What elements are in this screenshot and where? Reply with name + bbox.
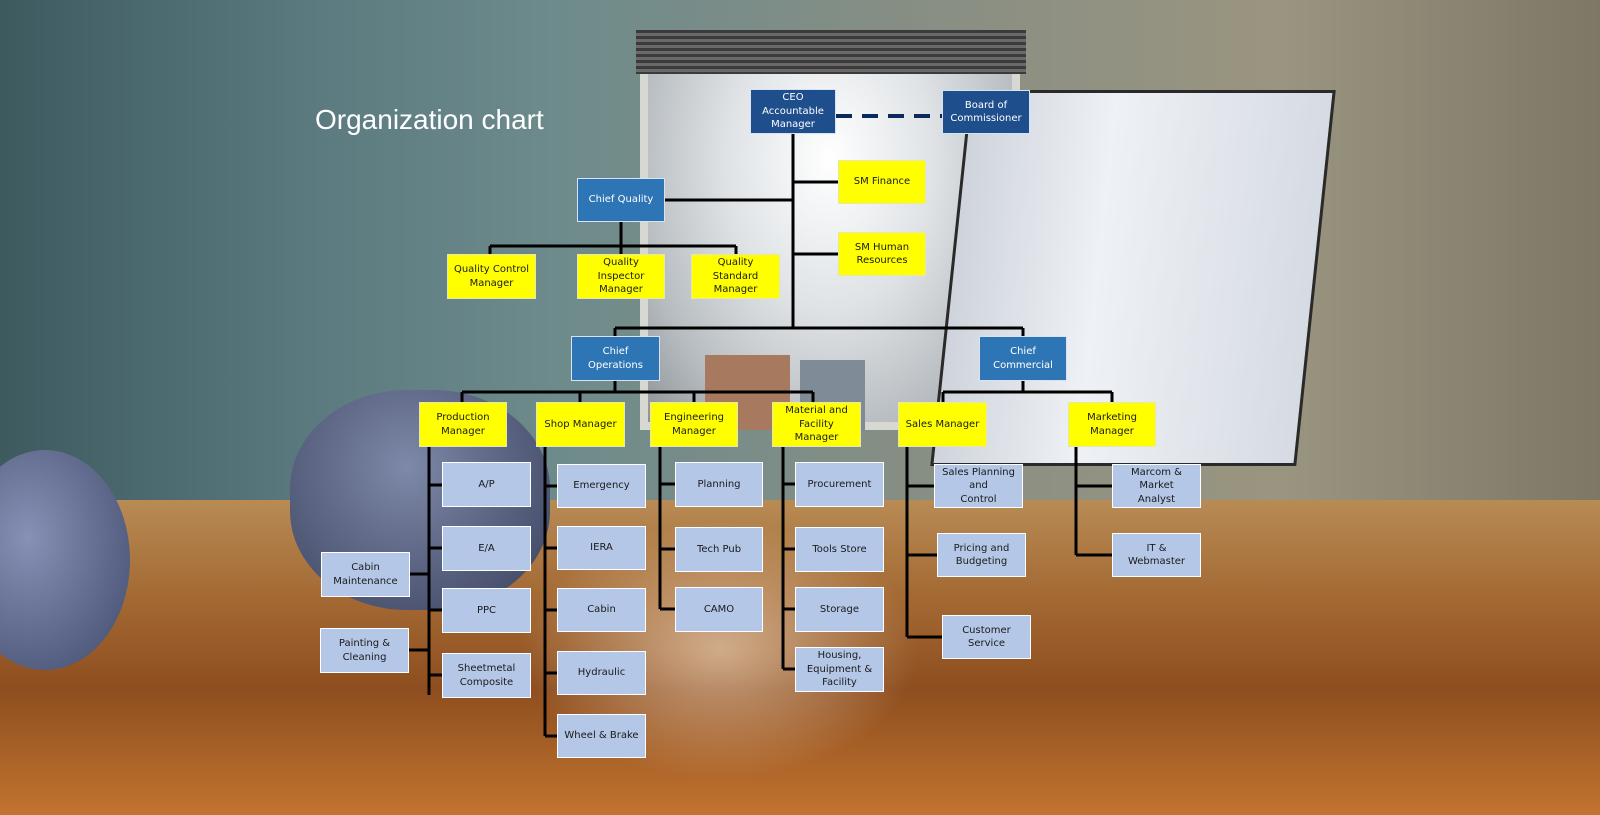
node-quality-inspector-manager: Quality Inspector Manager (577, 254, 665, 299)
node-engineering-manager: Engineering Manager (650, 402, 738, 447)
node-emergency: Emergency (557, 464, 646, 508)
node-iera: IERA (557, 526, 646, 570)
node-production-manager: Production Manager (419, 402, 507, 447)
node-sales-manager: Sales Manager (898, 402, 987, 447)
background-blind (636, 30, 1026, 74)
node-sales-planning-control: Sales Planning and Control (934, 464, 1023, 508)
node-customer-service: Customer Service (942, 615, 1031, 659)
node-chief-quality: Chief Quality (577, 178, 665, 222)
node-cabin-maintenance: Cabin Maintenance (321, 552, 410, 597)
node-sm-human-resources: SM Human Resources (838, 232, 926, 276)
node-quality-control-manager: Quality Control Manager (447, 254, 536, 299)
node-storage: Storage (795, 587, 884, 632)
node-planning: Planning (675, 462, 763, 507)
node-hydraulic: Hydraulic (557, 651, 646, 695)
node-sm-finance: SM Finance (838, 160, 926, 204)
node-ceo: CEO Accountable Manager (750, 89, 836, 134)
node-material-facility-manager: Material and Facility Manager (772, 402, 861, 447)
node-housing-equipment-facility: Housing, Equipment & Facility (795, 647, 884, 692)
node-marketing-manager: Marketing Manager (1068, 402, 1156, 447)
node-pricing-budgeting: Pricing and Budgeting (937, 533, 1026, 577)
node-cabin: Cabin (557, 588, 646, 632)
node-it-webmaster: IT & Webmaster (1112, 533, 1201, 577)
node-board-of-commissioner: Board of Commissioner (942, 90, 1030, 134)
chart-title: Organization chart (315, 104, 544, 135)
node-marcom-market-analyst: Marcom & Market Analyst (1112, 464, 1201, 508)
node-wheel-brake: Wheel & Brake (557, 714, 646, 758)
node-quality-standard-manager: Quality Standard Manager (691, 254, 780, 299)
background-chair (0, 450, 130, 670)
node-a-p: A/P (442, 462, 531, 507)
node-painting-cleaning: Painting & Cleaning (320, 628, 409, 673)
node-sheetmetal-composite: Sheetmetal Composite (442, 653, 531, 698)
node-e-a: E/A (442, 526, 531, 571)
node-shop-manager: Shop Manager (536, 402, 625, 447)
node-chief-operations: Chief Operations (571, 336, 660, 381)
node-chief-commercial: Chief Commercial (979, 336, 1067, 381)
node-procurement: Procurement (795, 462, 884, 507)
node-tools-store: Tools Store (795, 527, 884, 572)
node-ppc: PPC (442, 588, 531, 633)
node-tech-pub: Tech Pub (675, 527, 763, 572)
node-camo: CAMO (675, 587, 763, 632)
